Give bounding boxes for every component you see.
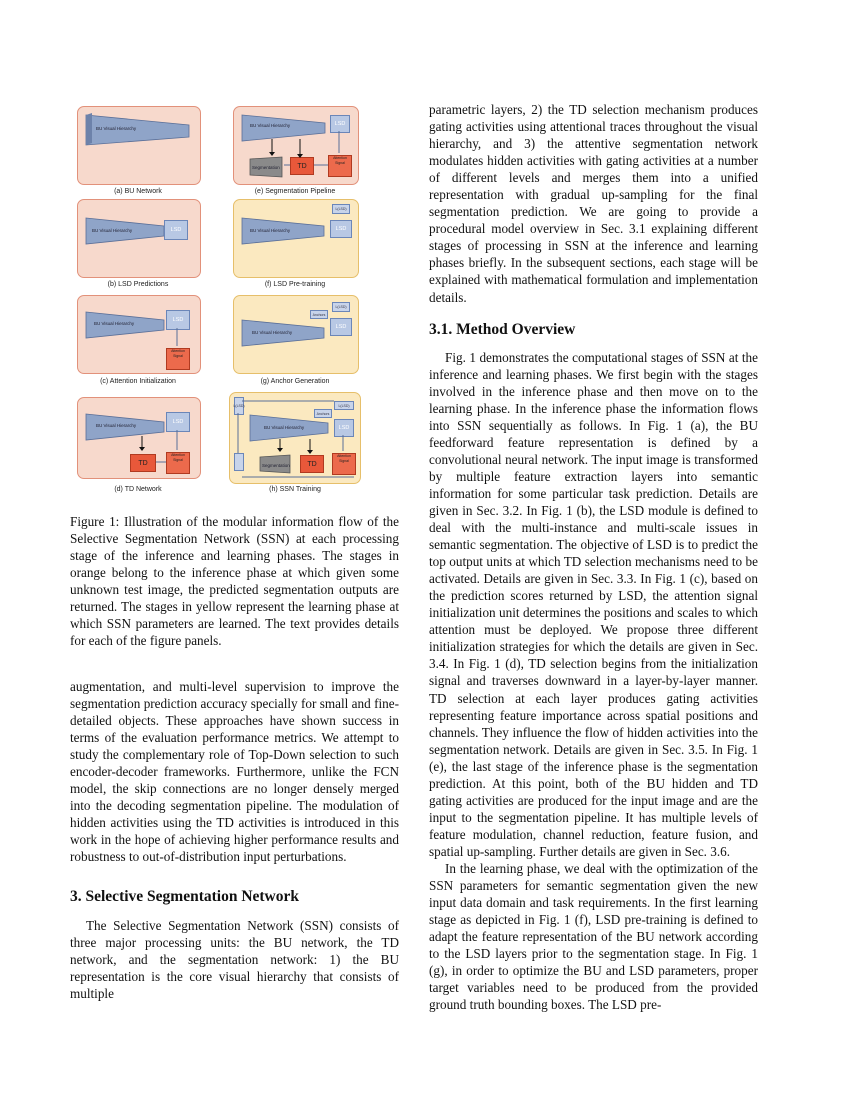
panel-h-label: (h) SSN Training	[269, 486, 321, 493]
arrow-icon	[269, 131, 340, 166]
left-column: augmentation, and multi-level supervisio…	[70, 678, 399, 1002]
subsection-heading: 3.1. Method Overview	[429, 320, 576, 338]
section-heading: 3. Selective Segmentation Network	[70, 887, 300, 905]
panel-e-label: (e) Segmentation Pipeline	[254, 188, 336, 195]
right-paragraph-2: Fig. 1 demonstrates the computational st…	[429, 349, 758, 859]
loss-box: L(LSD)	[332, 302, 350, 312]
td-box: TD	[290, 157, 314, 175]
lsd-box: LSD	[330, 115, 350, 133]
panel-g-label: (g) Anchor Generation	[260, 378, 330, 385]
bu-label: BU Visual Hierarchy	[96, 126, 137, 131]
figure-caption: Figure 1: Illustration of the modular in…	[70, 514, 399, 649]
panel-c: BU Visual Hierarchy LSD Attention Signal	[77, 295, 201, 374]
bu-hierarchy-icon	[85, 113, 190, 146]
panel-c-label: (c) Attention Initialization	[100, 378, 176, 385]
attention-signal-box: Attention Signal	[332, 453, 356, 475]
td-box: TD	[130, 454, 156, 472]
left-paragraph-2: The Selective Segmentation Network (SSN)…	[70, 917, 399, 1001]
anchor-box: Anchors	[310, 310, 328, 319]
bu-label: BU Visual Hierarchy	[94, 321, 135, 326]
panel-e: BU Visual Hierarchy LSD Segmentation TD …	[233, 106, 359, 185]
right-paragraph-1: parametric layers, 2) the TD selection m…	[429, 102, 758, 305]
arrow-icon	[176, 328, 178, 346]
panel-d-label: (d) TD Network	[114, 486, 162, 493]
lsd-box: LSD	[330, 318, 352, 336]
bu-label: BU Visual Hierarchy	[250, 228, 291, 233]
loss-lsd-box: L(LSD)	[334, 401, 354, 410]
bu-hierarchy-icon	[85, 311, 165, 339]
seg-label: Segmentation	[252, 165, 280, 170]
lsd-box: LSD	[164, 220, 188, 240]
lsd-box: LSD	[166, 310, 190, 330]
loss-box: L(LSD)	[233, 397, 245, 415]
panel-f: BU Visual Hierarchy LSD L(LSD)	[233, 199, 359, 278]
attention-signal-box: Attention Signal	[166, 348, 190, 370]
panel-b: BU Visual Hierarchy LSD	[77, 199, 201, 278]
panel-g: BU Visual Hierarchy LSD L(LSD) Anchors	[233, 295, 359, 374]
bu-hierarchy-icon	[85, 413, 165, 441]
panel-h: L(LSD) BU Visual Hierarchy LSD L(LSD) An…	[229, 392, 361, 484]
panel-f-label: (f) LSD Pre-training	[264, 281, 326, 288]
segmentation-icon	[259, 454, 291, 474]
panel-b-label: (b) LSD Predictions	[107, 281, 169, 288]
bu-hierarchy-icon	[241, 114, 326, 142]
panel-d: BU Visual Hierarchy LSD TD Attention Sig…	[77, 397, 201, 479]
bu-hierarchy-icon	[241, 217, 325, 245]
attention-signal-box: Attention Signal	[166, 452, 190, 474]
panel-a: BU Visual Hierarchy	[77, 106, 201, 185]
bu-label: BU Visual Hierarchy	[250, 123, 291, 128]
arrow-icon	[139, 430, 178, 463]
bu-label: BU Visual Hierarchy	[264, 425, 305, 430]
td-box: TD	[300, 455, 324, 473]
arrow-icon	[237, 400, 354, 478]
lsd-box: LSD	[334, 419, 354, 437]
left-paragraph-1: augmentation, and multi-level supervisio…	[70, 679, 399, 865]
seg-label: Segmentation	[262, 463, 290, 468]
lsd-box: LSD	[166, 412, 190, 432]
right-column: parametric layers, 2) the TD selection m…	[429, 101, 758, 1013]
bu-hierarchy-icon	[241, 319, 325, 347]
bu-label: BU Visual Hierarchy	[252, 330, 293, 335]
anchor-box: Anchors	[314, 409, 332, 418]
bu-label: BU Visual Hierarchy	[92, 228, 133, 233]
right-paragraph-3: In the learning phase, we deal with the …	[429, 860, 758, 1013]
lsd-box: LSD	[330, 220, 352, 238]
bu-hierarchy-icon	[249, 414, 329, 442]
loss-box-2	[234, 453, 244, 471]
bu-hierarchy-icon	[249, 156, 283, 178]
panel-a-label: (a) BU Network	[114, 188, 162, 195]
attention-signal-box: Attention Signal	[328, 155, 352, 177]
bu-label: BU Visual Hierarchy	[96, 423, 137, 428]
loss-box: L(LSD)	[332, 204, 350, 214]
